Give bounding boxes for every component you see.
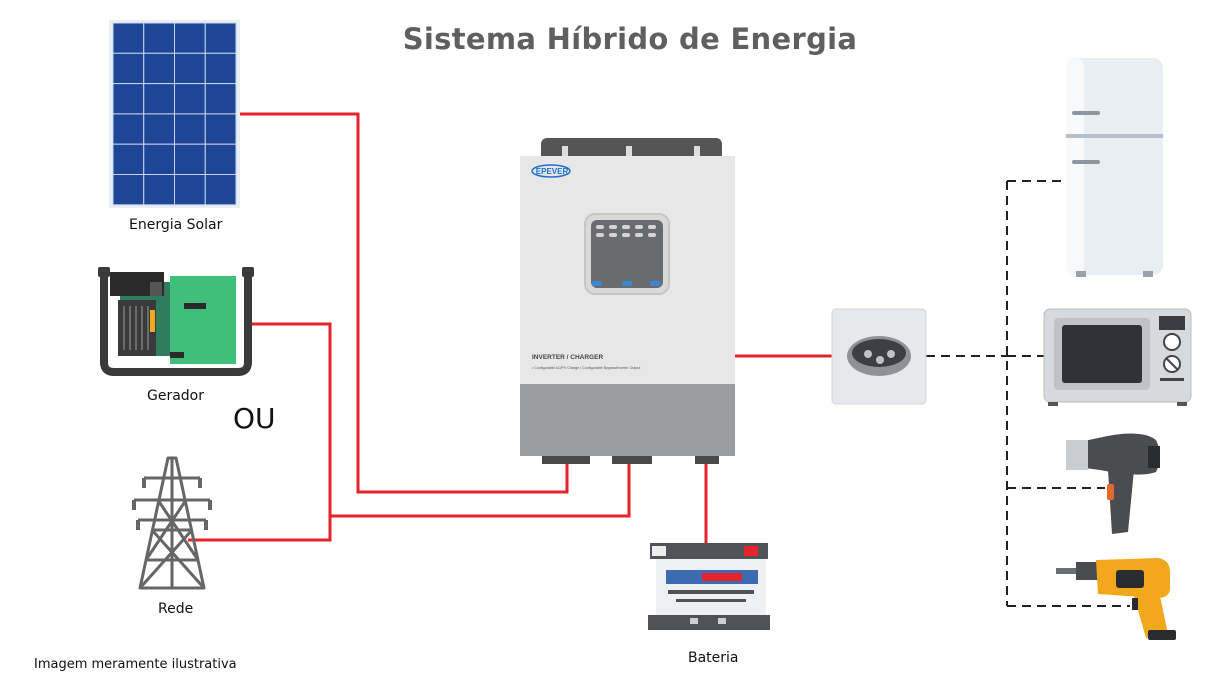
footnote: Imagem meramente ilustrativa <box>34 657 237 672</box>
inverter-spec-line: • Configurable AC/PV Charge • Configurab… <box>532 366 640 370</box>
outlet-icon <box>831 308 927 405</box>
refrigerator-icon <box>1066 58 1163 277</box>
transmission-tower-icon <box>134 456 210 590</box>
page-title: Sistema Híbrido de Energia <box>402 22 858 56</box>
load-wires <box>926 180 1130 607</box>
battery-label: Bateria <box>688 650 739 666</box>
drill-icon <box>1056 558 1176 640</box>
grid-label: Rede <box>158 601 194 617</box>
generator-label: Gerador <box>147 388 205 404</box>
insulators <box>132 478 212 530</box>
solar-panel-icon <box>109 20 240 208</box>
battery-icon <box>648 543 770 630</box>
inverter-icon: EPEVER INVERTER / CHARGER • Configurable… <box>520 138 735 464</box>
epever-logo: EPEVER <box>531 164 571 178</box>
inverter-brand: EPEVER <box>536 167 569 176</box>
inverter-model-line: INVERTER / CHARGER <box>532 354 603 361</box>
generator-icon <box>98 267 254 376</box>
microwave-icon <box>1043 308 1192 406</box>
solar-label: Energia Solar <box>129 217 223 233</box>
power-wires <box>188 112 833 548</box>
or-label: OU <box>233 402 276 435</box>
hair-dryer-icon <box>1066 433 1160 534</box>
grid-wire <box>188 516 332 542</box>
solar-wire <box>238 112 569 494</box>
